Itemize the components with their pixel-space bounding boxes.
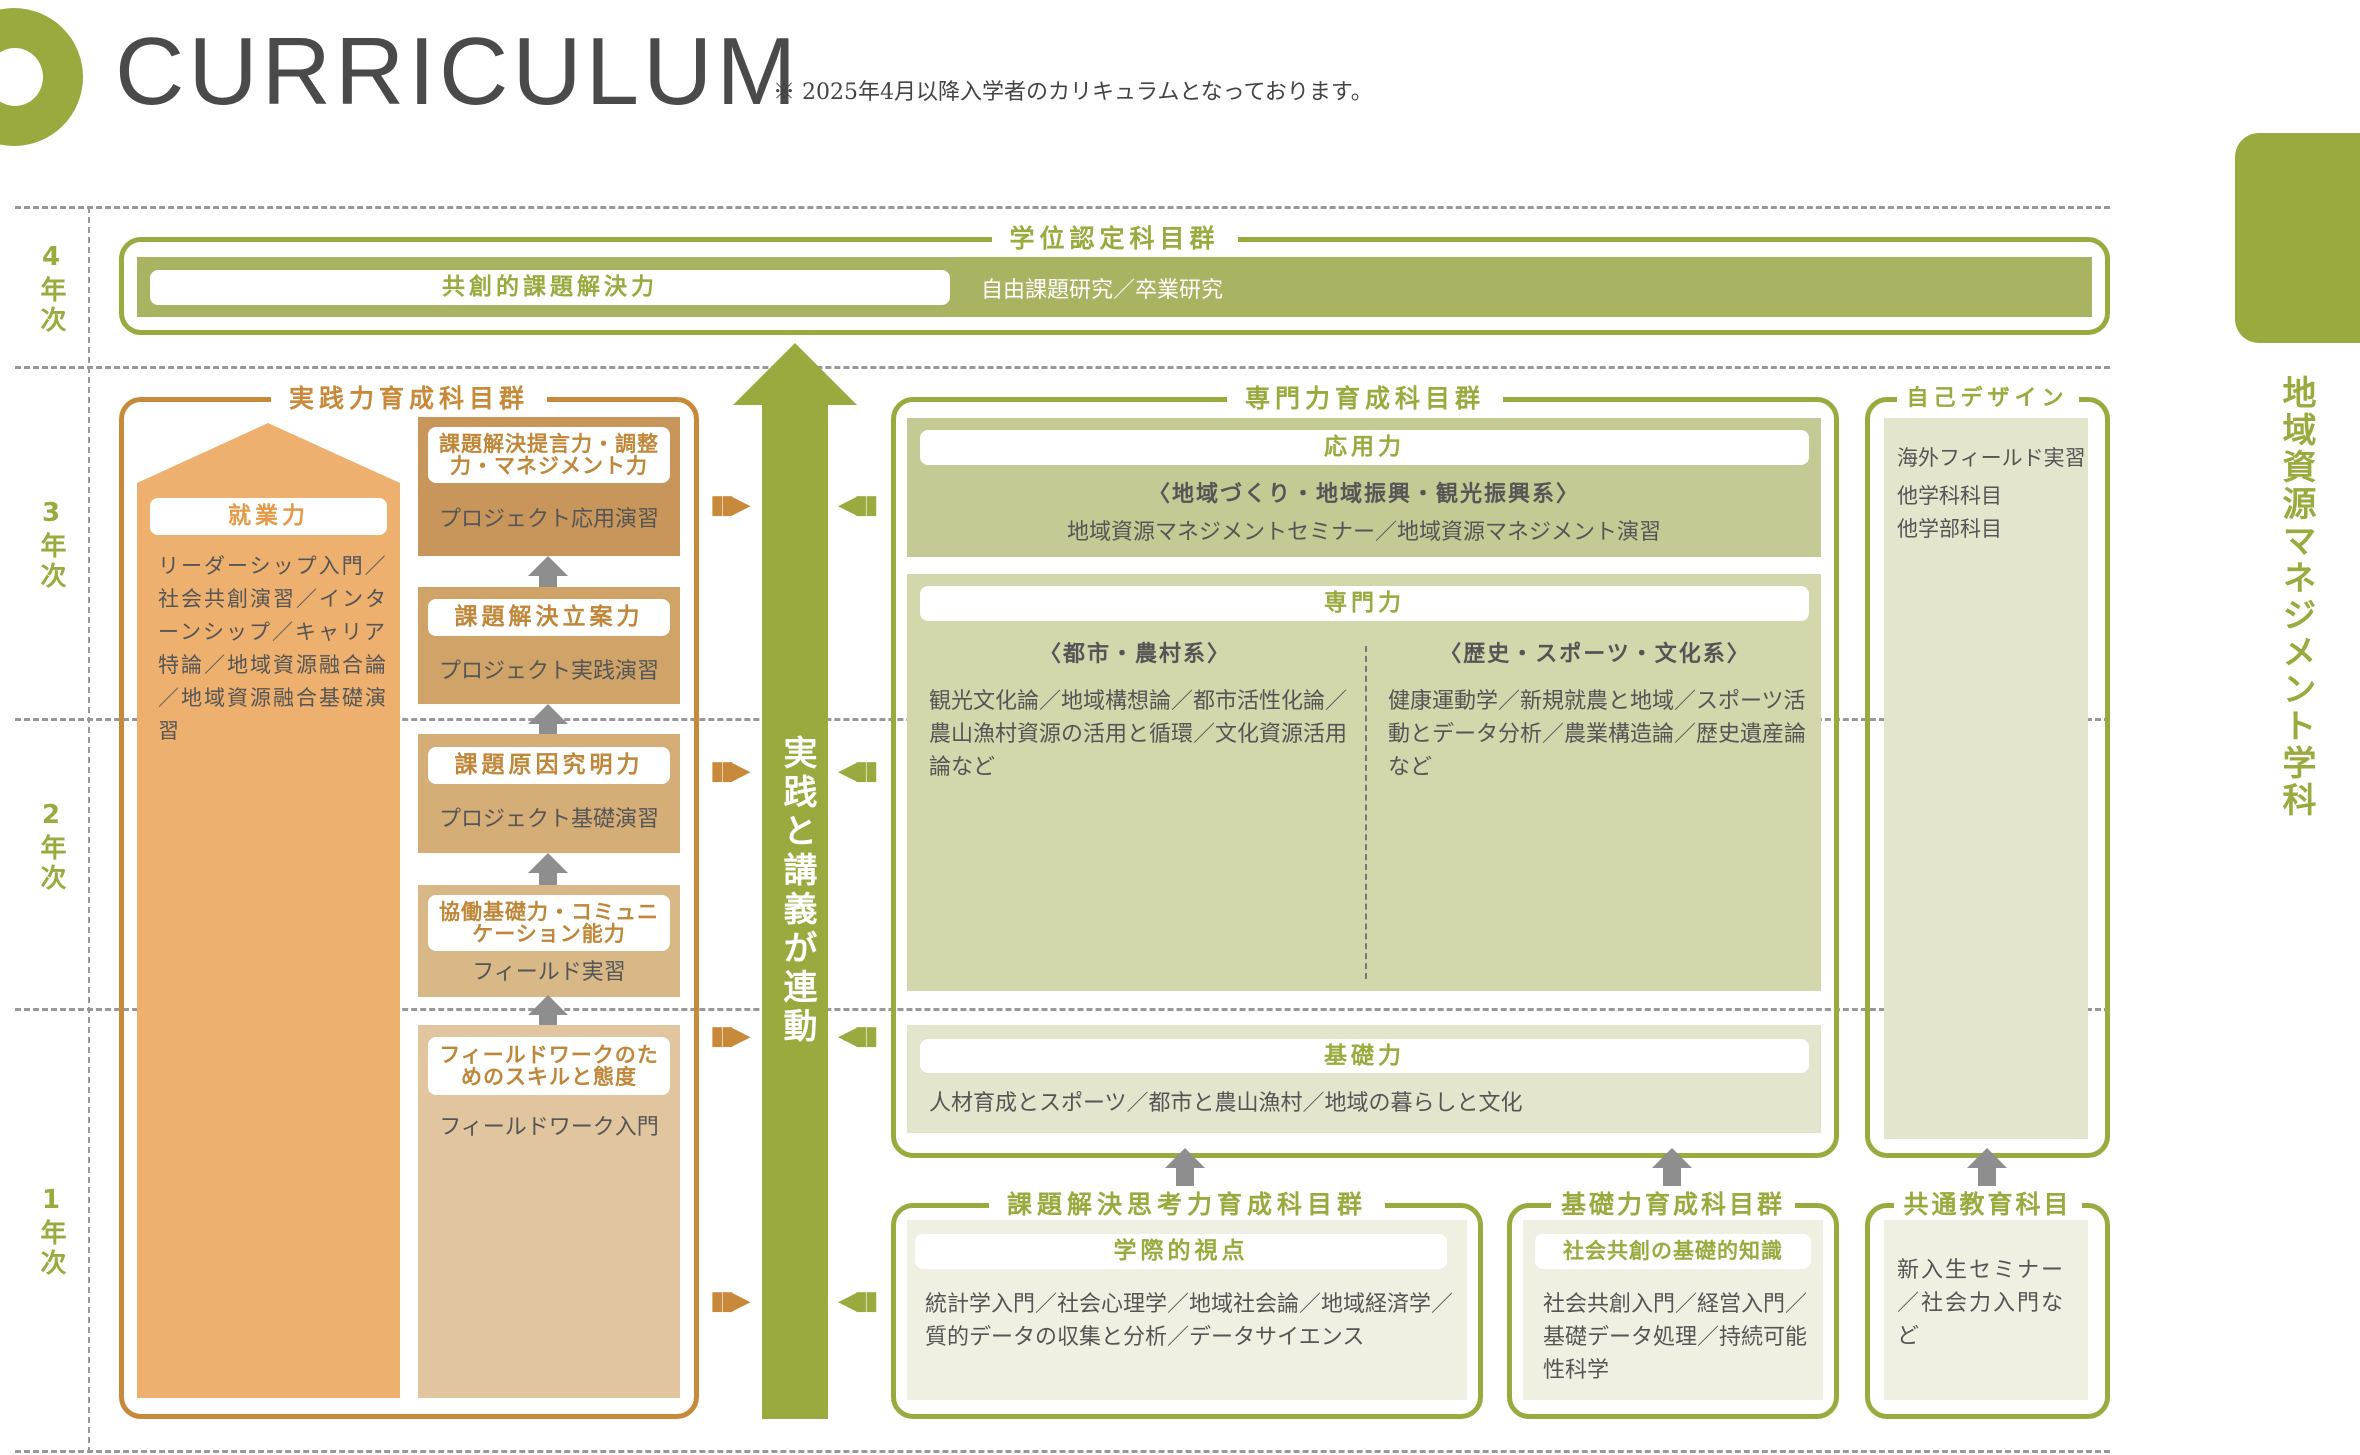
arrow-up-icon bbox=[528, 853, 568, 891]
step-label: 課題原因究明力 bbox=[428, 747, 670, 784]
link-arrow bbox=[733, 343, 857, 1419]
problem-solving-courses: 統計学入門／社会心理学／地域社会論／地域経済学／質的データの収集と分析／データサ… bbox=[925, 1292, 1454, 1350]
arrow-up-icon bbox=[528, 704, 568, 742]
problem-solving-group: 課題解決思考力育成科目群 学際的視点 統計学入門／社会心理学／地域社会論／地域経… bbox=[891, 1188, 1483, 1419]
step-label: 課題解決提言力・調整力・マネジメント力 bbox=[428, 427, 670, 483]
step-course: プロジェクト応用演習 bbox=[438, 507, 659, 532]
applied-label: 応用力 bbox=[920, 430, 1809, 465]
common-title: 共通教育科目 bbox=[1893, 1188, 2082, 1222]
year-label: 3年次 bbox=[36, 498, 66, 592]
page-title: CURRICULUM bbox=[115, 18, 801, 125]
triple-arrow-right-icon: ▮▮▶ bbox=[710, 756, 751, 786]
degree-label: 共創的課題解決力 bbox=[150, 270, 950, 305]
column-divider bbox=[1365, 646, 1367, 979]
triple-arrow-left-icon: ◀▮▮ bbox=[838, 756, 879, 786]
step-course: フィールド実習 bbox=[472, 960, 626, 985]
department-tab bbox=[2235, 133, 2360, 343]
self-design-box bbox=[1884, 418, 2088, 1139]
self-design-group: 自己デザイン bbox=[1865, 382, 2110, 1158]
arrow-up-icon bbox=[528, 995, 568, 1033]
expert-right-courses: 健康運動学／新規就農と地域／スポーツ活動とデータ分析／農業構造論／歴史遺産論など bbox=[1388, 689, 1807, 780]
divider bbox=[15, 1008, 2110, 1011]
arrow-up-icon bbox=[528, 556, 568, 594]
arrow-up-icon bbox=[1165, 1148, 1205, 1186]
year-divider bbox=[88, 207, 90, 1453]
arrow-up-icon bbox=[1967, 1148, 2007, 1186]
expert-left-courses: 観光文化論／地域構想論／都市活性化論／農山漁村資源の活用と循環／文化資源活用論な… bbox=[929, 689, 1348, 780]
employability-house bbox=[137, 423, 400, 1398]
expert-box bbox=[907, 574, 1821, 991]
triple-arrow-right-icon: ▮▮▶ bbox=[710, 1286, 751, 1316]
triple-arrow-right-icon: ▮▮▶ bbox=[710, 1021, 751, 1051]
foundation-group: 基礎力育成科目群 社会共創の基礎的知識 社会共創入門／経営入門／基礎データ処理／… bbox=[1507, 1188, 1839, 1419]
step-label: フィールドワークのためのスキルと態度 bbox=[428, 1037, 670, 1095]
step-course: プロジェクト基礎演習 bbox=[438, 807, 659, 832]
link-arrow-label: 実践と講義が連動 bbox=[777, 735, 817, 1047]
degree-title: 学位認定科目群 bbox=[991, 222, 1238, 256]
step-course: フィールドワーク入門 bbox=[439, 1115, 659, 1140]
divider bbox=[15, 206, 2110, 209]
year-label: 2年次 bbox=[36, 800, 66, 894]
applied-courses: 地域資源マネジメントセミナー／地域資源マネジメント演習 bbox=[1066, 520, 1661, 545]
logo-half-circle bbox=[0, 8, 83, 146]
common-group: 共通教育科目 新入生セミナー／社会力入門など bbox=[1865, 1188, 2110, 1419]
employability-courses: リーダーシップ入門／社会共創演習／インターンシップ／キャリア特論／地域資源融合論… bbox=[158, 554, 388, 743]
divider bbox=[15, 1450, 2110, 1453]
basic-courses: 人材育成とスポーツ／都市と農山漁村／地域の暮らしと文化 bbox=[929, 1091, 1523, 1116]
degree-courses: 自由課題研究／卒業研究 bbox=[981, 278, 1224, 303]
foundation-title: 基礎力育成科目群 bbox=[1550, 1188, 1796, 1222]
year-label: 1年次 bbox=[36, 1185, 66, 1279]
arrow-up-icon bbox=[1652, 1148, 1692, 1186]
foundation-label: 社会共創の基礎的知識 bbox=[1535, 1234, 1811, 1269]
triple-arrow-left-icon: ◀▮▮ bbox=[838, 490, 879, 520]
department-name: 地域資源マネジメント学科 bbox=[2276, 375, 2316, 819]
step-label: 課題解決立案力 bbox=[428, 599, 670, 636]
foundation-courses: 社会共創入門／経営入門／基礎データ処理／持続可能性科学 bbox=[1543, 1292, 1808, 1383]
applied-sub: 〈地域づくり・地域振興・観光振興系〉 bbox=[1147, 482, 1580, 507]
self-design-item: 他学科科目 bbox=[1897, 484, 2002, 508]
header-note: ※ 2025年4月以降入学者のカリキュラムとなっております。 bbox=[773, 80, 1373, 105]
year-label: 4年次 bbox=[36, 242, 66, 336]
degree-group: 学位認定科目群 共創的課題解決力 自由課題研究／卒業研究 bbox=[119, 222, 2110, 335]
divider bbox=[15, 366, 2110, 369]
practical-title: 実践力育成科目群 bbox=[270, 382, 548, 416]
common-courses: 新入生セミナー／社会力入門など bbox=[1897, 1258, 2066, 1349]
practical-group: 実践力育成科目群 bbox=[119, 382, 699, 1419]
basic-label: 基礎力 bbox=[920, 1039, 1809, 1073]
expert-label: 専門力 bbox=[920, 586, 1809, 621]
expert-right-sub: 〈歴史・スポーツ・文化系〉 bbox=[1439, 642, 1751, 667]
triple-arrow-left-icon: ◀▮▮ bbox=[838, 1286, 879, 1316]
expert-left-sub: 〈都市・農村系〉 bbox=[1038, 642, 1231, 667]
self-design-title: 自己デザイン bbox=[1896, 382, 2079, 416]
step-label: 協働基礎力・コミュニケーション能力 bbox=[428, 895, 670, 951]
specialized-group: 専門力育成科目群 bbox=[891, 382, 1839, 1158]
problem-solving-title: 課題解決思考力育成科目群 bbox=[988, 1188, 1386, 1222]
triple-arrow-left-icon: ◀▮▮ bbox=[838, 1021, 879, 1051]
problem-solving-label: 学際的視点 bbox=[915, 1234, 1447, 1269]
triple-arrow-right-icon: ▮▮▶ bbox=[710, 490, 751, 520]
self-design-item: 海外フィールド実習 bbox=[1897, 446, 2086, 470]
self-design-item: 他学部科目 bbox=[1897, 517, 2002, 541]
step-course: プロジェクト実践演習 bbox=[438, 659, 659, 684]
specialized-title: 専門力育成科目群 bbox=[1226, 382, 1504, 416]
employability-label: 就業力 bbox=[150, 498, 387, 535]
